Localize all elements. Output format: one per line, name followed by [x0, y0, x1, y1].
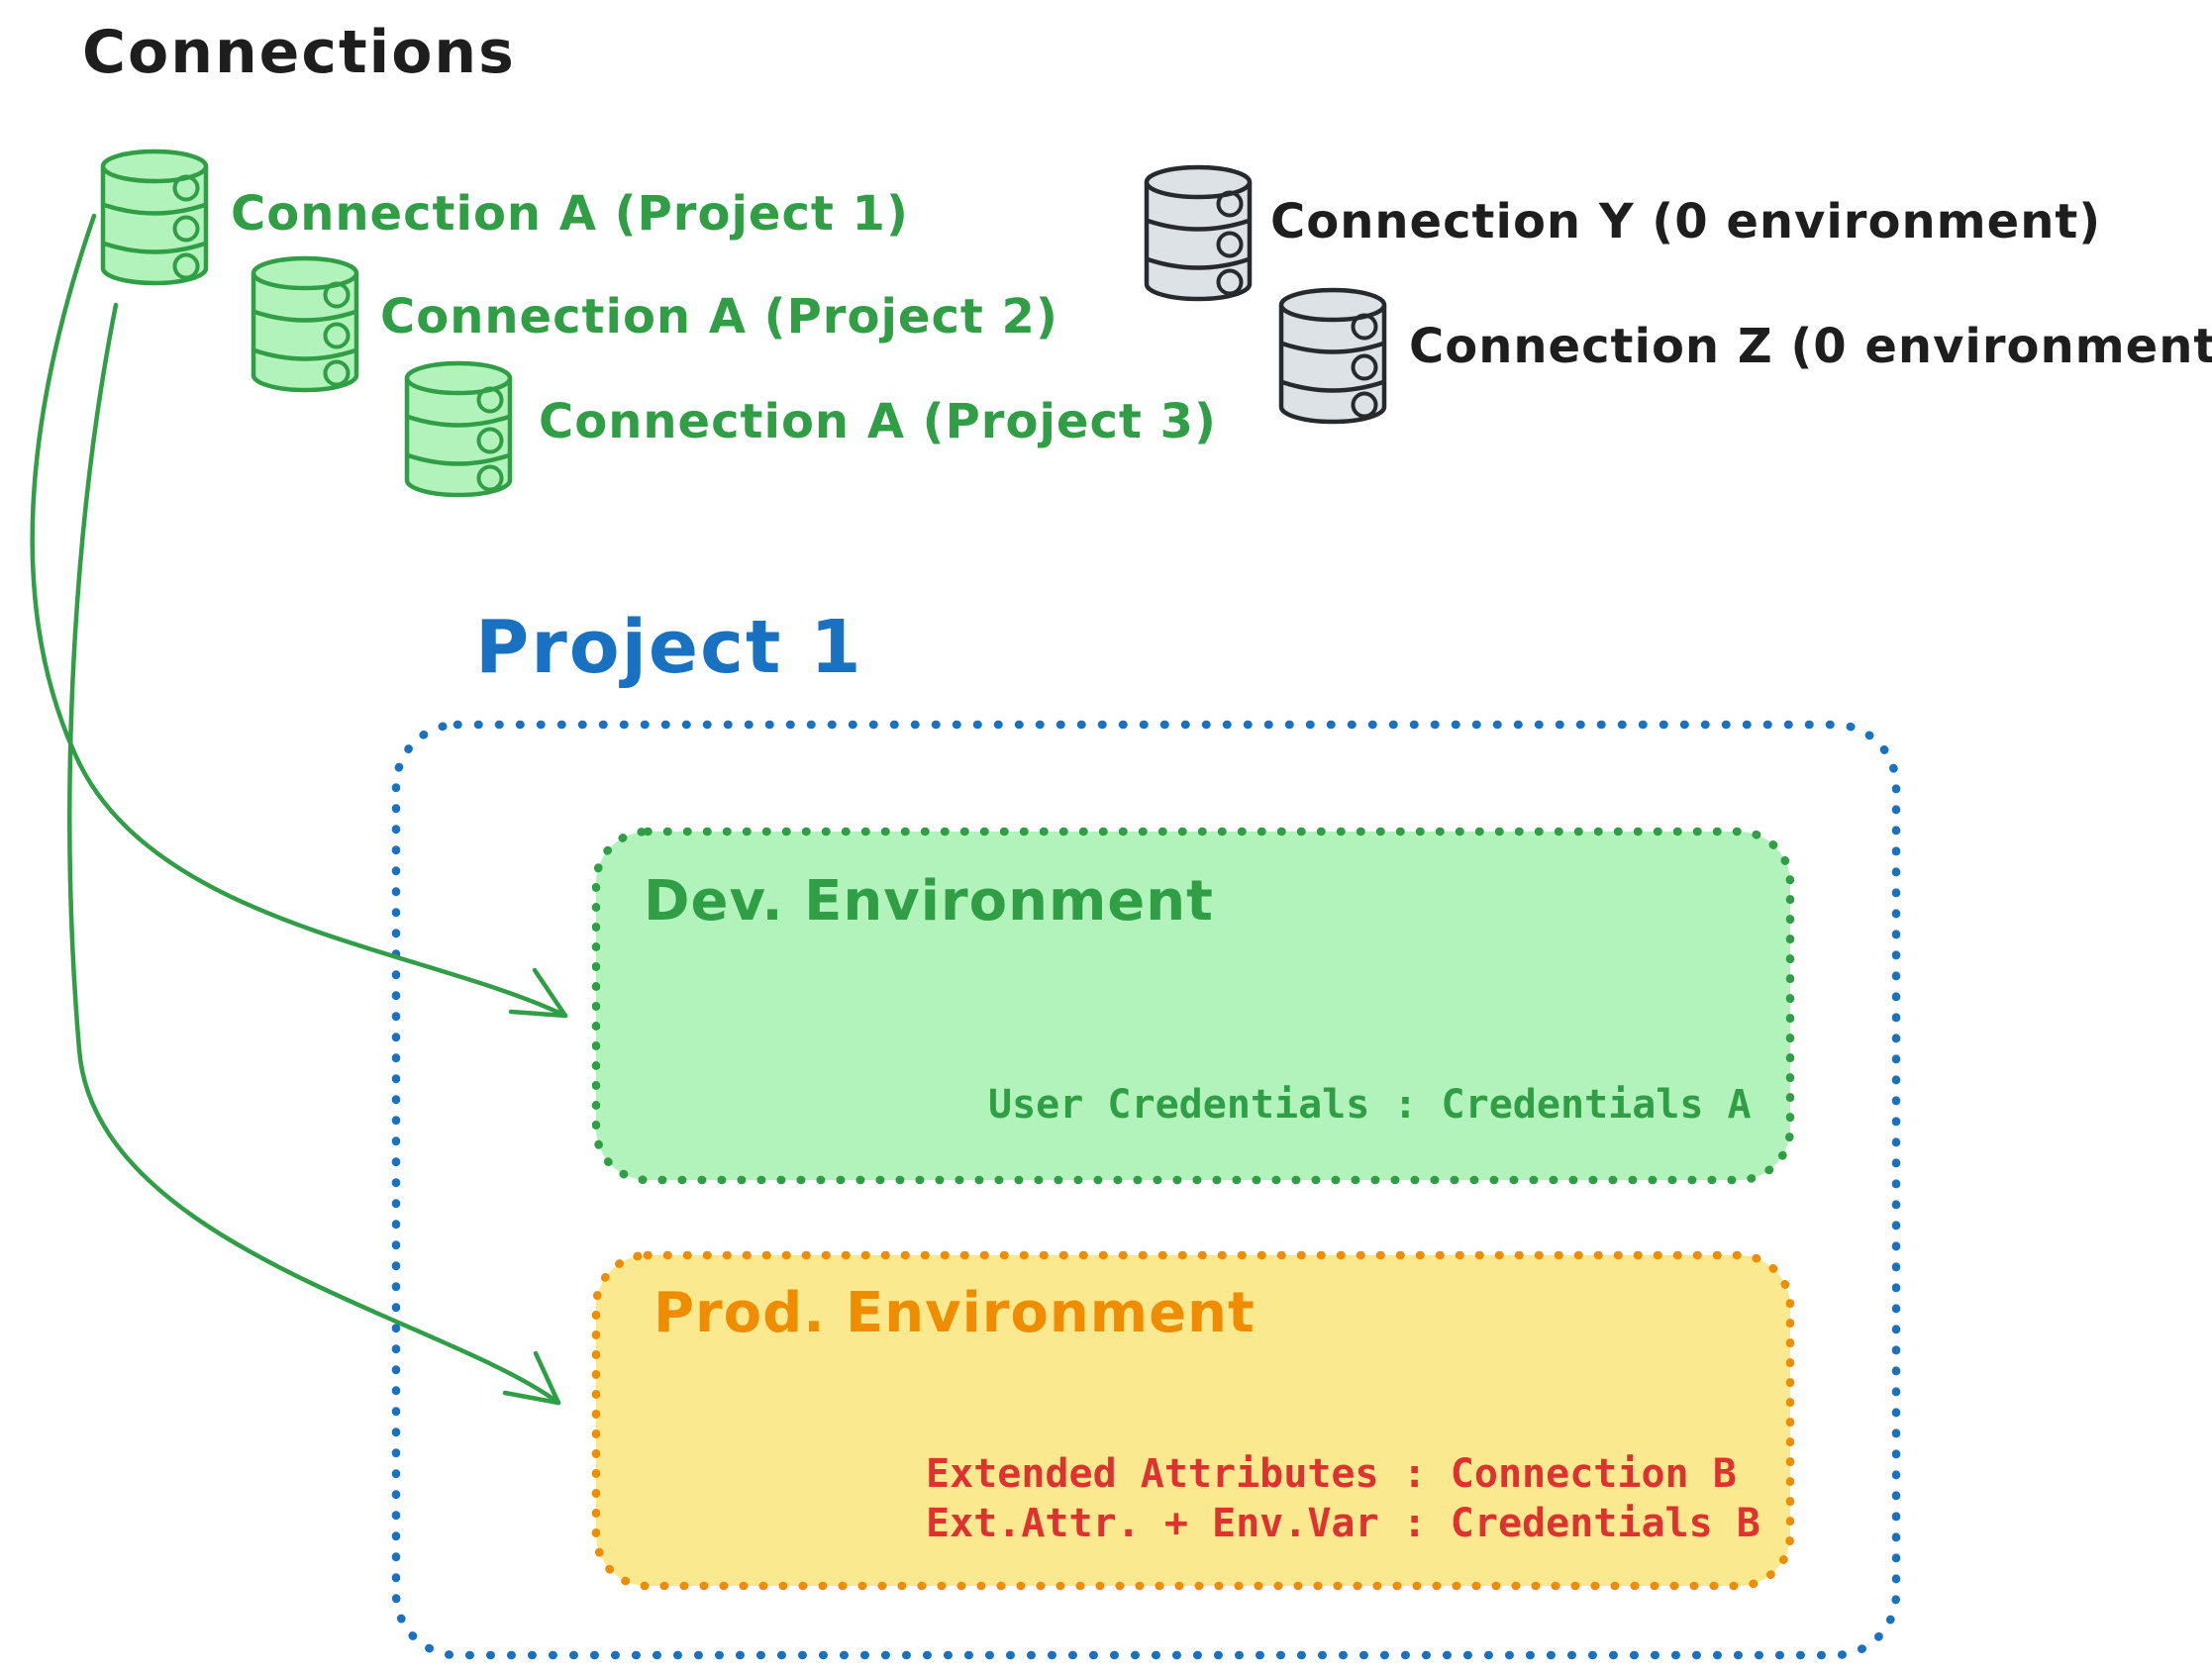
database-icon-connection-a-project2: [253, 258, 356, 390]
prod-mappings: Extended Attributes : Connection B Ext.A…: [926, 1449, 1760, 1548]
connection-a-project2-label: Connection A (Project 2): [380, 289, 1058, 345]
dev-environment-box: [591, 827, 1795, 1185]
prod-environment-label: Prod. Environment: [654, 1281, 1256, 1345]
arrow-connection-a-to-dev-environment: [30, 213, 568, 1019]
project1-dotted-frame: [391, 720, 1901, 1660]
dev-environment-label: Dev. Environment: [644, 869, 1214, 934]
database-icon-connection-z: [1281, 290, 1384, 422]
prod-environment-box: [591, 1250, 1795, 1591]
connections-title: Connections: [82, 18, 516, 87]
project1-title: Project 1: [475, 605, 863, 690]
connection-a-project1-label: Connection A (Project 1): [231, 186, 909, 242]
database-icon-connection-a-project1: [103, 151, 206, 283]
connection-y-label: Connection Y (0 environment): [1270, 194, 2102, 249]
database-icon-connection-y: [1147, 167, 1250, 299]
connection-z-label: Connection Z (0 environment): [1409, 319, 2212, 374]
prod-mapping-ext-attr-env-var: Ext.Attr. + Env.Var : Credentials B: [926, 1501, 1760, 1546]
prod-mapping-extended-attributes: Extended Attributes : Connection B: [926, 1451, 1737, 1497]
connection-a-project3-label: Connection A (Project 3): [539, 394, 1217, 449]
database-icon-connection-a-project3: [407, 363, 510, 495]
dev-credentials-mapping: User Credentials : Credentials A: [988, 1082, 1752, 1128]
arrow-connection-a-to-prod-environment: [67, 302, 561, 1406]
